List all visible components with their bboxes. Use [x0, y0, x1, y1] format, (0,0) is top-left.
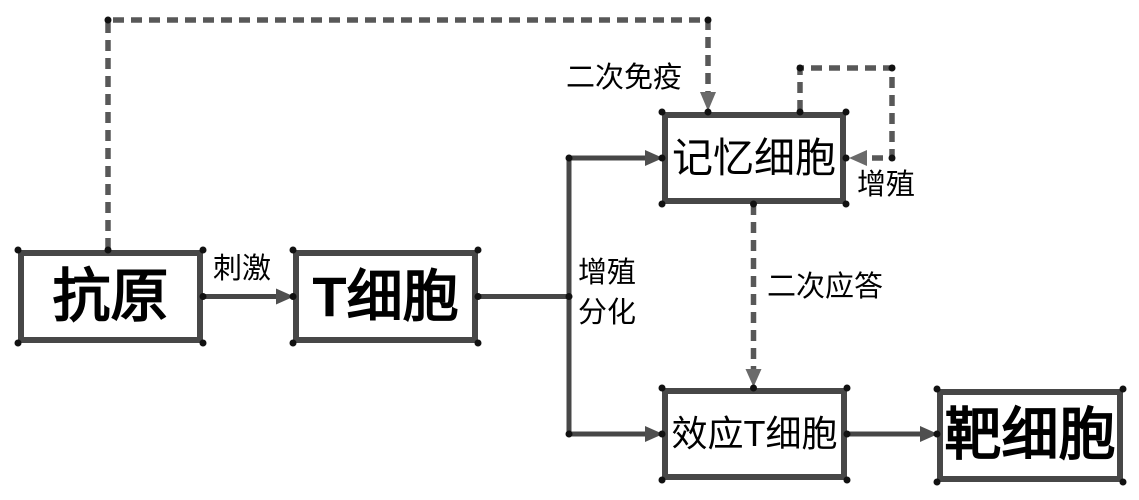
node-target-cell-label: 靶细胞	[944, 403, 1116, 467]
node-t-cell: T细胞	[293, 250, 478, 343]
node-memory-cell-label: 记忆细胞	[672, 134, 836, 181]
edge-label-secondary-response: 二次应答	[767, 271, 884, 303]
edge-secondary-response-dashed-arrow	[745, 204, 762, 387]
node-antigen-label: 抗原	[52, 263, 169, 329]
edge-label-proliferation: 增殖	[857, 169, 916, 201]
node-effector-t-cell: 效应T细胞	[662, 388, 847, 480]
edge-label-proliferate-differentiate: 增殖 分化	[578, 253, 636, 333]
edge-secondary-immunity-dashed-arrow	[105, 17, 716, 249]
edge-label-differentiate-line: 分化	[578, 297, 637, 329]
node-effector-t-cell-label: 效应T细胞	[671, 413, 838, 454]
edge-label-proliferate-line: 增殖	[578, 257, 637, 289]
node-antigen: 抗原	[18, 250, 203, 343]
node-target-cell: 靶细胞	[937, 389, 1123, 482]
edge-antigen-to-tcell-arrow	[203, 288, 294, 305]
edge-label-secondary-immunity: 二次免疫	[566, 62, 683, 94]
edge-effector-to-target-arrow	[847, 426, 938, 442]
edge-label-stimulate: 刺激	[213, 253, 272, 285]
node-t-cell-label: T细胞	[312, 264, 459, 328]
node-memory-cell: 记忆细胞	[662, 112, 846, 204]
